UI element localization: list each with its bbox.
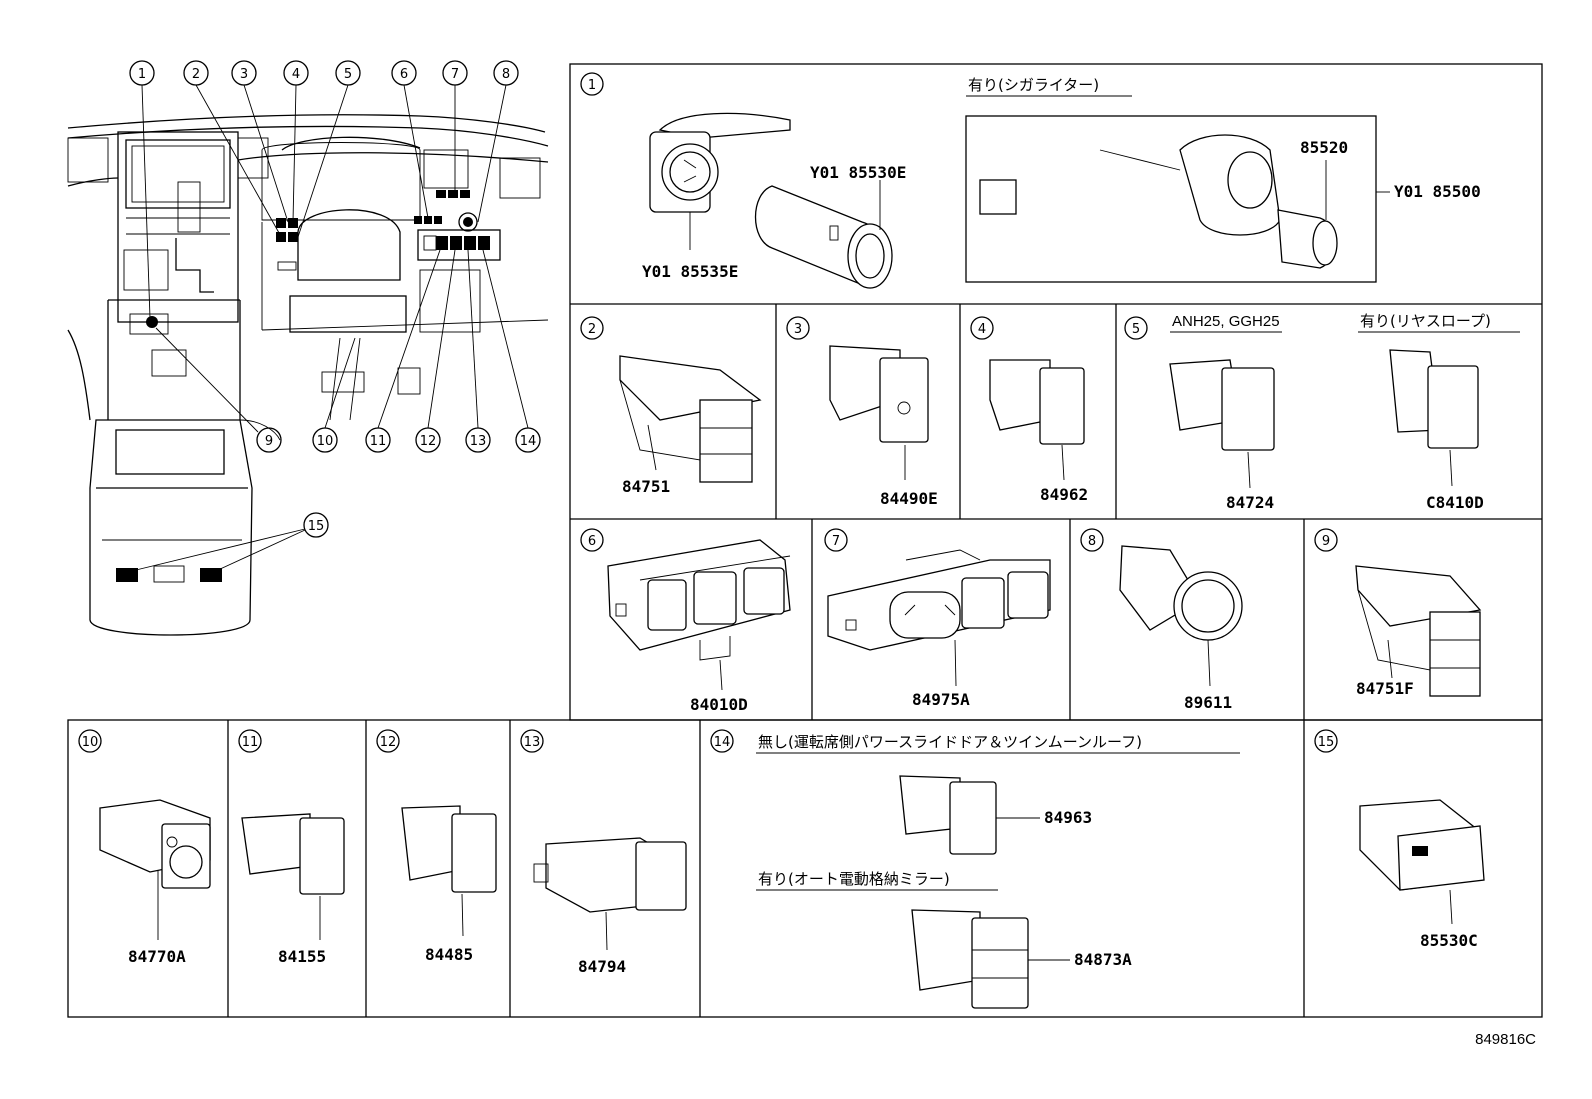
callout-2[interactable]: 2 xyxy=(183,60,209,86)
callout-4[interactable]: 4 xyxy=(283,60,309,86)
callout-7[interactable]: 7 xyxy=(442,60,468,86)
part-number: Y01 85535E xyxy=(642,262,738,281)
svg-text:10: 10 xyxy=(82,735,99,750)
dashboard-overview: 1 2 3 4 5 6 7 8 xyxy=(67,60,549,636)
svg-text:4: 4 xyxy=(292,67,300,82)
callout-15[interactable]: 15 xyxy=(303,512,329,538)
svg-text:4: 4 xyxy=(978,322,986,337)
figure-code: 849816C xyxy=(1475,1031,1536,1048)
svg-text:5: 5 xyxy=(344,67,352,82)
model-code: ANH25, GGH25 xyxy=(1172,313,1280,330)
part-number: 84975A xyxy=(912,690,970,709)
callout-11[interactable]: 11 xyxy=(365,427,391,453)
svg-text:7: 7 xyxy=(832,534,840,549)
part-number: 84873A xyxy=(1074,950,1132,969)
svg-text:12: 12 xyxy=(380,735,397,750)
svg-text:8: 8 xyxy=(1088,534,1096,549)
svg-text:13: 13 xyxy=(524,735,541,750)
svg-text:3: 3 xyxy=(240,67,248,82)
panel-2-switch: 2 84751 xyxy=(580,316,762,496)
part-number: 84724 xyxy=(1226,493,1274,512)
svg-text:15: 15 xyxy=(1318,735,1335,750)
part-number: 84485 xyxy=(425,945,473,964)
panel-7-switch-unit: 7 84975A xyxy=(824,528,1051,709)
svg-text:6: 6 xyxy=(400,67,408,82)
part-number: 84962 xyxy=(1040,485,1088,504)
svg-text:13: 13 xyxy=(470,434,487,449)
panel-caption: 無し(運転席側パワースライドドア＆ツインムーンルーフ) xyxy=(758,733,1142,751)
panel-15-power-outlet: 15 85530C xyxy=(1314,729,1485,950)
callout-12[interactable]: 12 xyxy=(415,427,441,453)
callout-14[interactable]: 14 xyxy=(515,427,541,453)
panel-12-switch: 12 84485 xyxy=(376,729,497,964)
callout-1[interactable]: 1 xyxy=(129,60,155,86)
svg-text:7: 7 xyxy=(451,67,459,82)
svg-text:1: 1 xyxy=(138,67,146,82)
panel-5-switches: 5 ANH25, GGH25 有り(リヤスロープ) 84724 C8410D xyxy=(1124,312,1520,512)
svg-text:12: 12 xyxy=(420,434,437,449)
panel-14-switches: 14 無し(運転席側パワースライドドア＆ツインムーンルーフ) 84963 有り(… xyxy=(710,729,1240,1009)
callout-3[interactable]: 3 xyxy=(231,60,257,86)
panel-11-switch: 11 84155 xyxy=(238,729,345,966)
callout-8[interactable]: 8 xyxy=(493,60,519,86)
svg-text:8: 8 xyxy=(502,67,510,82)
callout-10[interactable]: 10 xyxy=(312,427,338,453)
part-number: 89611 xyxy=(1184,693,1232,712)
callout-13[interactable]: 13 xyxy=(465,427,491,453)
svg-text:11: 11 xyxy=(242,735,259,750)
panel-9-switch: 9 84751F xyxy=(1314,528,1482,698)
panel-6-switch-unit: 6 84010D xyxy=(580,528,791,714)
svg-text:9: 9 xyxy=(1322,534,1330,549)
part-number: 84751 xyxy=(622,477,670,496)
callout-5[interactable]: 5 xyxy=(335,60,361,86)
panel-8-push-start: 8 89611 xyxy=(1080,528,1243,712)
part-number: 84490E xyxy=(880,489,938,508)
panel-number: 1 xyxy=(588,78,596,93)
part-number: 85520 xyxy=(1300,138,1348,157)
callout-6[interactable]: 6 xyxy=(391,60,417,86)
panel-3-switch: 3 84490E xyxy=(786,316,938,508)
part-number: 85530C xyxy=(1420,931,1478,950)
svg-text:2: 2 xyxy=(192,67,200,82)
svg-text:11: 11 xyxy=(370,434,387,449)
part-number: C8410D xyxy=(1426,493,1484,512)
panel-caption: 有り(オート電動格納ミラー) xyxy=(758,870,950,888)
svg-text:6: 6 xyxy=(588,534,596,549)
svg-text:2: 2 xyxy=(588,322,596,337)
part-number: 84751F xyxy=(1356,679,1414,698)
callout-9[interactable]: 9 xyxy=(256,427,282,453)
panel-10-dial-switch: 10 84770A xyxy=(78,729,211,966)
panel-4-switch: 4 84962 xyxy=(970,316,1088,504)
panel-13-switch: 13 84794 xyxy=(520,729,687,976)
svg-text:3: 3 xyxy=(794,322,802,337)
panel-1-cigarette-lighter: 1 有り(シガライター) Y01 85530E Y01 85535E 85520… xyxy=(580,72,1481,289)
svg-text:14: 14 xyxy=(714,735,731,750)
part-number: Y01 85500 xyxy=(1394,182,1481,201)
svg-text:9: 9 xyxy=(265,434,273,449)
part-number: 84010D xyxy=(690,695,748,714)
part-number: 84770A xyxy=(128,947,186,966)
svg-text:14: 14 xyxy=(520,434,537,449)
part-number: 84794 xyxy=(578,957,626,976)
part-number: 84155 xyxy=(278,947,326,966)
part-number: 84963 xyxy=(1044,808,1092,827)
part-number: Y01 85530E xyxy=(810,163,906,182)
panel-caption: 有り(リヤスロープ) xyxy=(1360,312,1491,330)
svg-text:10: 10 xyxy=(317,434,334,449)
panel-caption: 有り(シガライター) xyxy=(968,76,1099,94)
svg-text:15: 15 xyxy=(308,519,325,534)
svg-text:5: 5 xyxy=(1132,322,1140,337)
panel-grid xyxy=(67,63,1543,1018)
